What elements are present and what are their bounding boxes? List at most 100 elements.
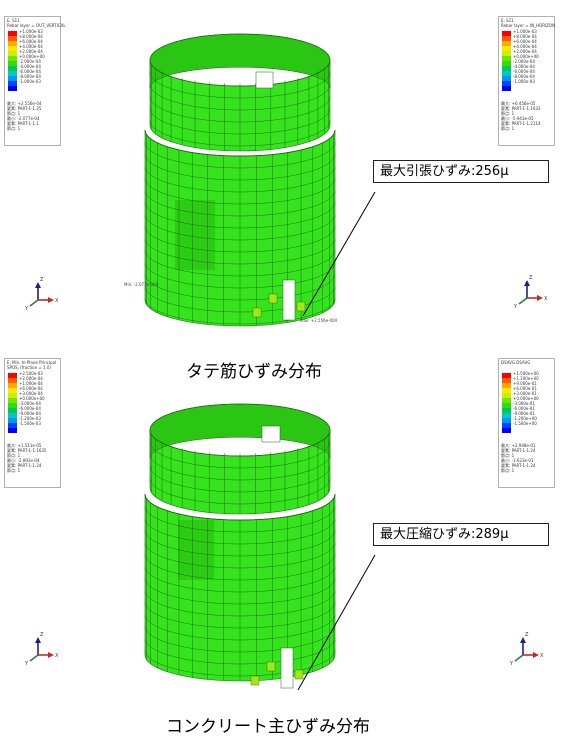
grid-ring — [144, 285, 336, 313]
window-opening — [255, 71, 274, 89]
legend-info-line: 要素: PART-1-1.1632 — [501, 106, 541, 111]
tick-label: +8.000e-04 — [513, 34, 537, 39]
grid-ring — [149, 95, 331, 123]
color-swatch — [502, 51, 511, 56]
caption-vertical-rebar-strain: タテ筋ひずみ分布 — [186, 362, 322, 382]
legend-info-line: 要素: PART-1-1.1635 — [7, 448, 47, 453]
color-swatch — [502, 423, 511, 428]
color-swatch — [502, 413, 511, 418]
grid-ring — [144, 189, 336, 217]
color-swatch — [502, 56, 511, 61]
z-label: Z — [40, 632, 44, 638]
window-opening — [261, 425, 281, 443]
color-swatch — [8, 428, 17, 433]
color-swatch — [8, 393, 17, 398]
legend-info-line: 最大: +1.511e-05 — [7, 443, 42, 448]
color-swatch — [502, 403, 511, 408]
tick-label: -2.000e-04 — [19, 59, 41, 64]
tick-label: -3.000e-04 — [19, 401, 41, 406]
tick-labels: +2.500e-03+2.000e-04+1.000e-04+6.000e-04… — [19, 371, 45, 426]
color-swatch — [502, 66, 511, 71]
grid-ring — [149, 441, 331, 469]
tick-label: +9.000e-01 — [513, 381, 537, 386]
z-arrow — [35, 637, 41, 643]
legend-header: E, Min. In-Plane Principal SPOS, (fracti… — [7, 360, 57, 370]
color-scale-bar — [502, 31, 511, 91]
grid-ring — [149, 107, 331, 135]
high-strain-cell — [296, 301, 306, 312]
y-label: Y — [24, 661, 29, 667]
bottom-notch — [280, 647, 294, 689]
color-swatch — [8, 383, 17, 388]
legend-info-line: 最小: -2.077e-04 — [7, 116, 40, 121]
tick-label: -9.000e-01 — [513, 411, 535, 416]
color-swatch — [8, 388, 17, 393]
color-swatch — [8, 418, 17, 423]
legend-info-line: 最大: +2.556e-04 — [7, 101, 42, 106]
tick-label: -4.000e-04 — [19, 64, 41, 69]
grid-ring — [144, 249, 336, 277]
tick-label: +3.000e-04 — [19, 391, 43, 396]
pointer-line-bottom — [297, 554, 376, 691]
tick-label: +4.000e-04 — [513, 44, 537, 49]
grid-ring — [144, 577, 336, 605]
color-swatch — [8, 403, 17, 408]
color-scale-bar — [8, 373, 17, 433]
color-swatch — [8, 61, 17, 66]
tick-label: +6.000e-04 — [19, 39, 43, 44]
min-label: Min: -2.077e-004 — [124, 282, 159, 287]
y-axis — [29, 299, 39, 307]
color-swatch — [502, 46, 511, 51]
y-axis — [518, 297, 528, 305]
max-compressive-strain-callout: 最大圧縮ひずみ:289μ — [373, 523, 549, 546]
color-swatch — [502, 36, 511, 41]
tick-label: -1.500e+00 — [513, 421, 537, 426]
color-swatch — [8, 378, 17, 383]
tick-label: +0.000e+00 — [19, 54, 45, 59]
tick-label: +1.000e-04 — [19, 381, 43, 386]
color-swatch — [502, 81, 511, 86]
axis-triad-bottom-left: ZXY — [24, 632, 59, 667]
axis-triad-top-right: ZXY — [513, 275, 548, 310]
high-strain-cell — [252, 307, 262, 318]
tick-label: +0.000e+00 — [513, 54, 539, 59]
axis-triad-bottom-right: ZXY — [509, 632, 544, 667]
grid-ring — [144, 625, 336, 653]
color-swatch — [8, 66, 17, 71]
top-rim — [149, 33, 331, 87]
legend-bottom-right: DSAVG DSAVG +1.500e+00+1.200e+00+9.000e-… — [498, 358, 555, 488]
tick-labels: +1.000e-03+8.000e-04+6.000e-04+4.000e-04… — [513, 29, 539, 84]
tick-label: +1.200e+00 — [513, 376, 539, 381]
color-swatch — [8, 81, 17, 86]
tick-label: +3.000e-01 — [513, 391, 537, 396]
tick-label: +1.500e+00 — [513, 371, 539, 376]
mesh-bottom-cylinder — [144, 403, 336, 689]
tick-label: +0.000e+00 — [513, 396, 539, 401]
tick-label: +1.000e-03 — [513, 29, 537, 34]
tick-labels: +1.500e+00+1.200e+00+9.000e-01+6.000e-01… — [513, 371, 539, 426]
pointer-line-top — [302, 191, 376, 317]
legend-info-line: 最大: +6.456e-05 — [501, 101, 536, 106]
grid-ring — [144, 613, 336, 641]
color-scale-bar — [502, 373, 511, 433]
color-swatch — [502, 408, 511, 413]
color-swatch — [8, 71, 17, 76]
legend-info-line: 要素: PART-1-1.1 — [7, 121, 39, 126]
color-swatch — [502, 393, 511, 398]
max-tensile-strain-callout: 最大引張ひずみ:256μ — [373, 160, 549, 183]
tick-label: -9.000e-04 — [19, 411, 41, 416]
x-arrow — [533, 652, 539, 658]
grid-ring — [144, 165, 336, 193]
high-strain-cell — [268, 293, 278, 304]
legend-info-line: 要素: PART-1-1.24 — [7, 463, 42, 468]
grid-ring — [144, 637, 336, 665]
grid-ring — [144, 237, 336, 265]
legend-info-line: 要素: PART-1-1.24 — [501, 448, 536, 453]
tick-label: +0.000e+00 — [19, 396, 45, 401]
legend-info-line: 最小: -1.623e-01 — [501, 458, 534, 463]
tick-label: +2.000e-04 — [513, 49, 537, 54]
grid-ring — [144, 601, 336, 629]
x-label: X — [55, 298, 59, 304]
